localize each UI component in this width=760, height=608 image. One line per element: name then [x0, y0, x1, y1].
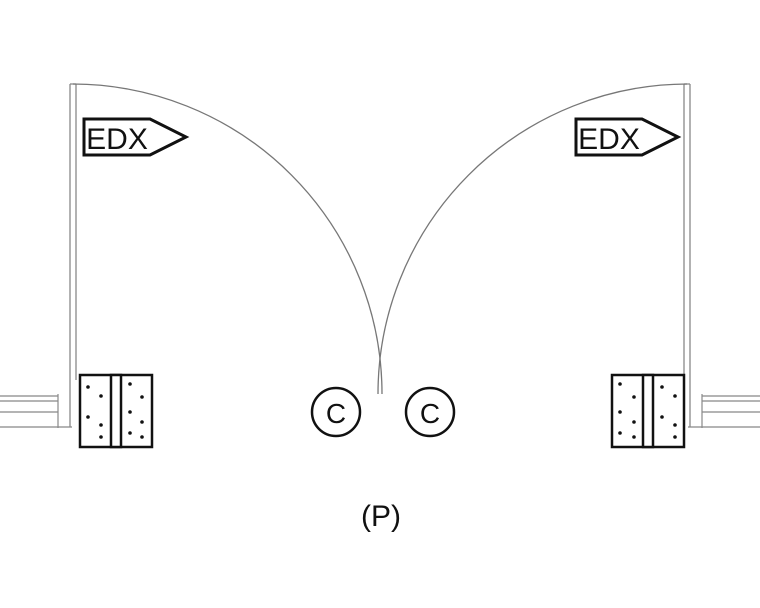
right-door: EDX C — [377, 83, 760, 449]
left-closer-icon: C — [310, 386, 362, 438]
right-wall-stub — [688, 394, 760, 428]
right-closer-icon: C — [404, 386, 456, 438]
left-edx-tag: EDX — [82, 117, 190, 157]
right-swing-arc — [377, 83, 688, 395]
diagram-caption: (P) — [361, 500, 401, 533]
left-edx-label: EDX — [86, 123, 148, 156]
left-wall-stub — [0, 394, 72, 428]
left-hinge-icon — [78, 373, 154, 449]
left-door-leaf — [69, 83, 77, 427]
right-edx-label: EDX — [578, 123, 640, 156]
right-hinge-icon — [610, 373, 686, 449]
left-closer-label: C — [326, 398, 346, 429]
left-door: EDX C — [0, 83, 383, 449]
left-swing-arc — [72, 83, 383, 395]
right-edx-tag: EDX — [574, 117, 682, 157]
right-closer-label: C — [420, 398, 440, 429]
